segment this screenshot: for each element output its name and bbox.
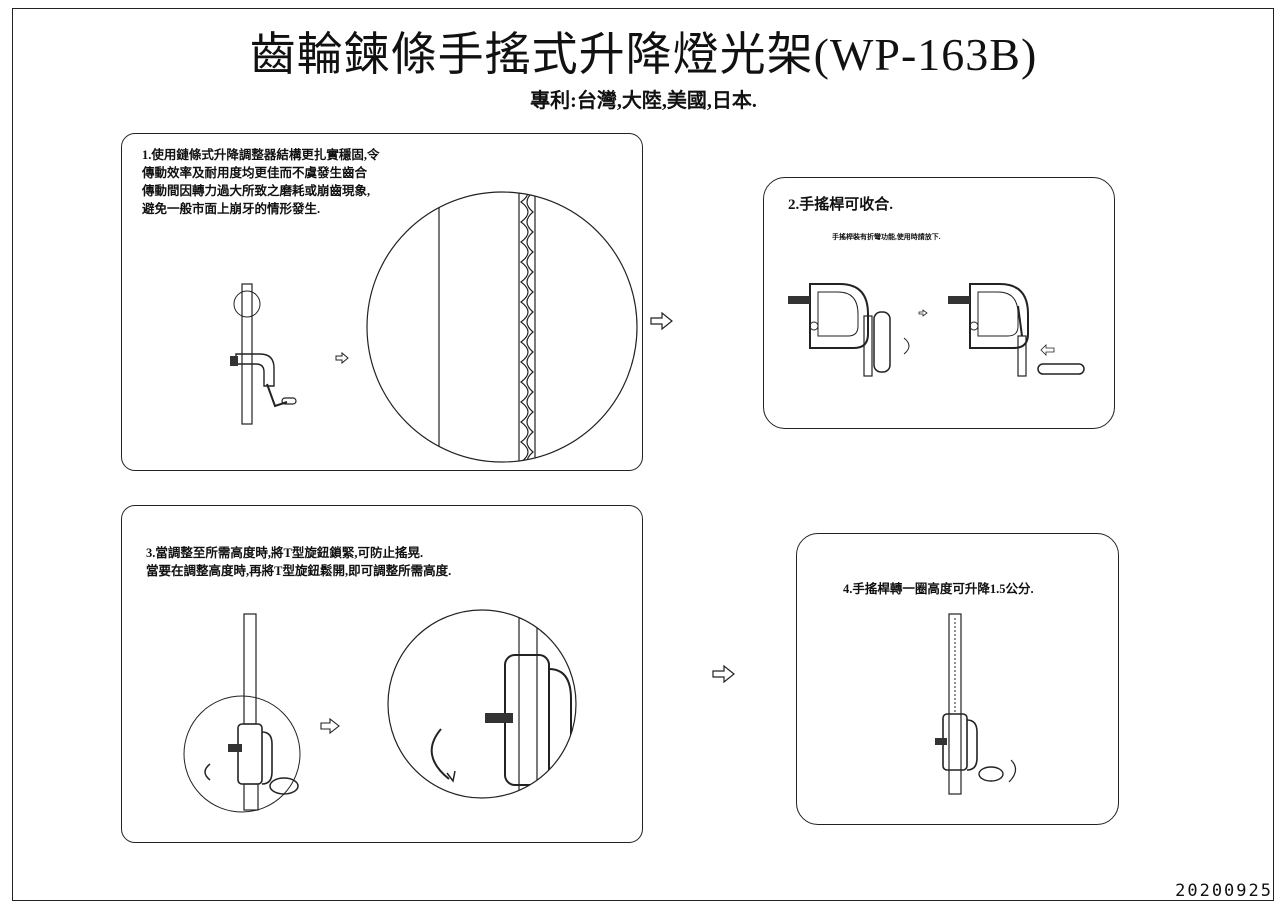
document-date: 20200925	[1175, 881, 1273, 901]
panel-chain-structure: 1.使用鏈條式升降調整器結構更扎實穩固,令 傳動效率及耐用度均更佳而不虞發生齒合…	[121, 133, 643, 471]
page-frame	[12, 8, 1274, 901]
arrow-right-icon	[712, 664, 735, 684]
panel-3-line-1: 3.當調整至所需高度時,將T型旋鈕鎖緊,可防止搖晃.	[146, 546, 424, 560]
page-title: 齒輪鍊條手搖式升降燈光架(WP-163B)	[249, 29, 1038, 80]
panel-t-knob-lock: 3.當調整至所需高度時,將T型旋鈕鎖緊,可防止搖晃. 當要在調整高度時,再將T型…	[121, 505, 643, 843]
arrow-right-icon	[918, 309, 928, 317]
arrow-right-icon	[320, 717, 340, 735]
stand-knob-illustration	[183, 613, 301, 813]
unfolded-handle-illustration	[948, 283, 1085, 377]
folded-handle-illustration	[788, 283, 910, 377]
stand-illustration-small	[230, 283, 297, 425]
stand-crank-illustration	[935, 613, 1017, 795]
panel-2-note: 手搖桿裝有折彎功能,使用時請放下.	[832, 233, 941, 241]
panel-1-line-2: 傳動效率及耐用度均更佳而不虞發生齒合	[142, 166, 368, 180]
arrow-right-icon	[335, 351, 349, 365]
panel-3-text: 3.當調整至所需高度時,將T型旋鈕鎖緊,可防止搖晃. 當要在調整高度時,再將T型…	[146, 544, 451, 580]
panel-4-title: 4.手搖桿轉一圈高度可升降1.5公分.	[843, 582, 1034, 596]
panel-1-line-3: 傳動間因轉力過大所致之磨耗或崩齒現象,	[142, 184, 371, 198]
panel-1-line-1: 1.使用鏈條式升降調整器結構更扎實穩固,令	[142, 148, 380, 162]
panel-height-per-turn: 4.手搖桿轉一圈高度可升降1.5公分.	[796, 533, 1119, 825]
knob-magnified-view	[387, 609, 577, 799]
arrow-right-icon	[650, 311, 673, 331]
patent-subtitle: 專利:台灣,大陸,美國,日本.	[530, 90, 757, 112]
panel-1-text: 1.使用鏈條式升降調整器結構更扎實穩固,令 傳動效率及耐用度均更佳而不虞發生齒合…	[142, 146, 380, 218]
panel-3-line-2: 當要在調整高度時,再將T型旋鈕鬆開,即可調整所需高度.	[146, 564, 452, 578]
panel-2-title: 2.手搖桿可收合.	[788, 197, 894, 213]
panel-1-line-4: 避免一般市面上崩牙的情形發生.	[142, 202, 321, 216]
chain-magnified-view	[366, 191, 638, 463]
panel-handle-fold: 2.手搖桿可收合. 手搖桿裝有折彎功能,使用時請放下.	[763, 177, 1115, 429]
